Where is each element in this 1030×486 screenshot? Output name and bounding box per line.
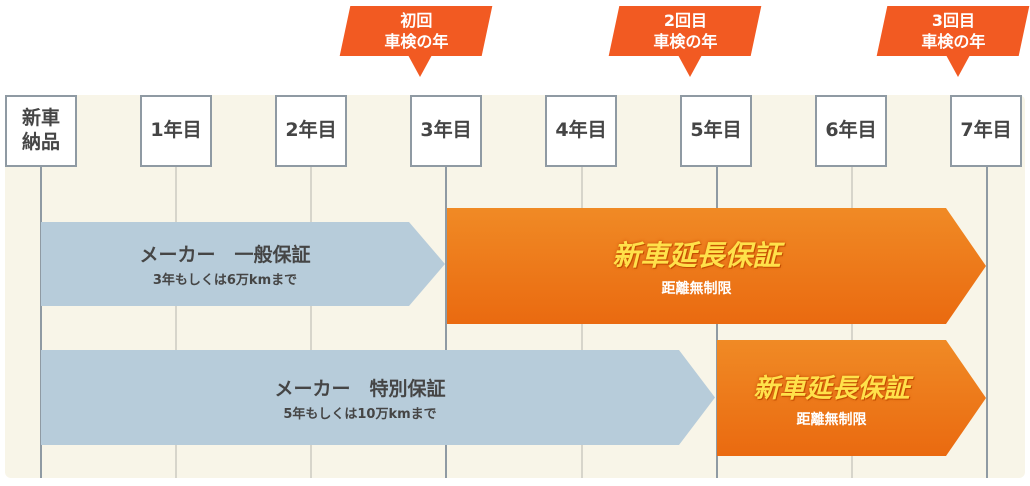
extended-warranty-title-2: 新車延長保証 (753, 373, 910, 404)
inspection-callout-2: 2回目 車検の年 (608, 6, 762, 56)
extended-warranty-arrow-1: 新車延長保証 距離無制限 (447, 208, 986, 324)
inspection-callout-1-pointer (408, 55, 432, 77)
year-box-1: 1年目 (140, 95, 212, 167)
timeline-line-new (40, 167, 42, 478)
year-label-new: 新車 納品 (21, 107, 60, 153)
year-box-2: 2年目 (275, 95, 347, 167)
year-label-3: 3年目 (420, 119, 472, 142)
inspection-callout-1-line2: 車検の年 (384, 32, 449, 51)
maker-general-warranty-arrow: メーカー 一般保証 3年もしくは6万kmまで (41, 222, 445, 306)
maker-special-warranty-title: メーカー 特別保証 (274, 377, 446, 400)
year-box-5: 5年目 (680, 95, 752, 167)
year-label-4: 4年目 (555, 119, 607, 142)
timeline-line-y1 (175, 167, 177, 478)
timeline-line-y2 (310, 167, 312, 478)
inspection-callout-2-line1: 2回目 (663, 11, 707, 30)
year-label-7: 7年目 (960, 119, 1012, 142)
maker-general-warranty-title: メーカー 一般保証 (139, 244, 311, 266)
maker-general-warranty-terms: 3年もしくは6万kmまで (152, 273, 298, 288)
maker-special-warranty-terms: 5年もしくは10万kmまで (283, 406, 437, 422)
timeline-line-y7 (986, 167, 988, 478)
inspection-callout-2-pointer (678, 55, 702, 77)
year-box-new: 新車 納品 (5, 95, 77, 167)
inspection-callout-3-line1: 3回目 (931, 11, 975, 30)
extended-warranty-terms-2: 距離無制限 (796, 411, 867, 428)
year-box-7: 7年目 (950, 95, 1022, 167)
year-label-2: 2年目 (285, 119, 337, 142)
year-box-3: 3年目 (410, 95, 482, 167)
year-label-5: 5年目 (690, 119, 742, 142)
inspection-callout-3: 3回目 車検の年 (876, 6, 1030, 56)
maker-special-warranty-arrow: メーカー 特別保証 5年もしくは10万kmまで (41, 350, 715, 445)
year-label-1: 1年目 (150, 119, 202, 142)
year-label-6: 6年目 (825, 119, 877, 142)
inspection-callout-3-line2: 車検の年 (921, 32, 986, 51)
inspection-callout-1: 初回 車検の年 (339, 6, 493, 56)
inspection-callout-1-line1: 初回 (400, 11, 433, 30)
extended-warranty-arrow-2: 新車延長保証 距離無制限 (717, 340, 986, 456)
inspection-callout-3-pointer (946, 55, 970, 77)
year-box-4: 4年目 (545, 95, 617, 167)
year-box-6: 6年目 (815, 95, 887, 167)
timeline-line-y3 (445, 167, 447, 478)
inspection-callout-2-line2: 車検の年 (653, 32, 718, 51)
extended-warranty-title-1: 新車延長保証 (612, 239, 781, 272)
extended-warranty-terms-1: 距離無制限 (661, 281, 732, 297)
